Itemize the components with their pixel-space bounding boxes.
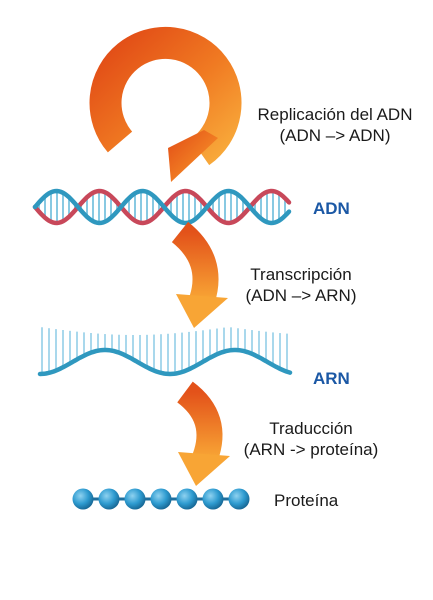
transcription-title: Transcripción	[250, 265, 352, 284]
replication-title: Replicación del ADN	[257, 105, 413, 124]
protein-bead	[124, 488, 146, 510]
dna-double-helix	[32, 188, 292, 226]
replication-cycle-arrow	[89, 26, 242, 182]
rna-backbone	[37, 347, 293, 377]
translation-arrow	[176, 381, 230, 486]
protein-bead	[228, 488, 250, 510]
translation-title: Traducción	[269, 419, 353, 438]
transcription-formula: (ADN –> ARN)	[245, 286, 357, 305]
rna-label: ARN	[313, 369, 350, 388]
protein-bead-chain	[72, 488, 250, 510]
protein-label: Proteína	[274, 491, 339, 510]
transcription-label: Transcripción (ADN –> ARN)	[226, 264, 376, 306]
translation-formula: (ARN -> proteína)	[243, 440, 379, 459]
protein-bead	[98, 488, 120, 510]
protein-bead	[150, 488, 172, 510]
translation-label: Traducción (ARN -> proteína)	[226, 418, 396, 460]
dna-strand-blue	[32, 188, 292, 226]
transcription-arrow	[171, 221, 228, 328]
protein-bead	[202, 488, 224, 510]
replication-formula: (ADN –> ADN)	[279, 126, 391, 145]
replication-label: Replicación del ADN (ADN –> ADN)	[240, 104, 430, 146]
protein-bead	[176, 488, 198, 510]
dna-label: ADN	[313, 199, 350, 218]
protein-bead	[72, 488, 94, 510]
rna-strand	[37, 327, 293, 377]
